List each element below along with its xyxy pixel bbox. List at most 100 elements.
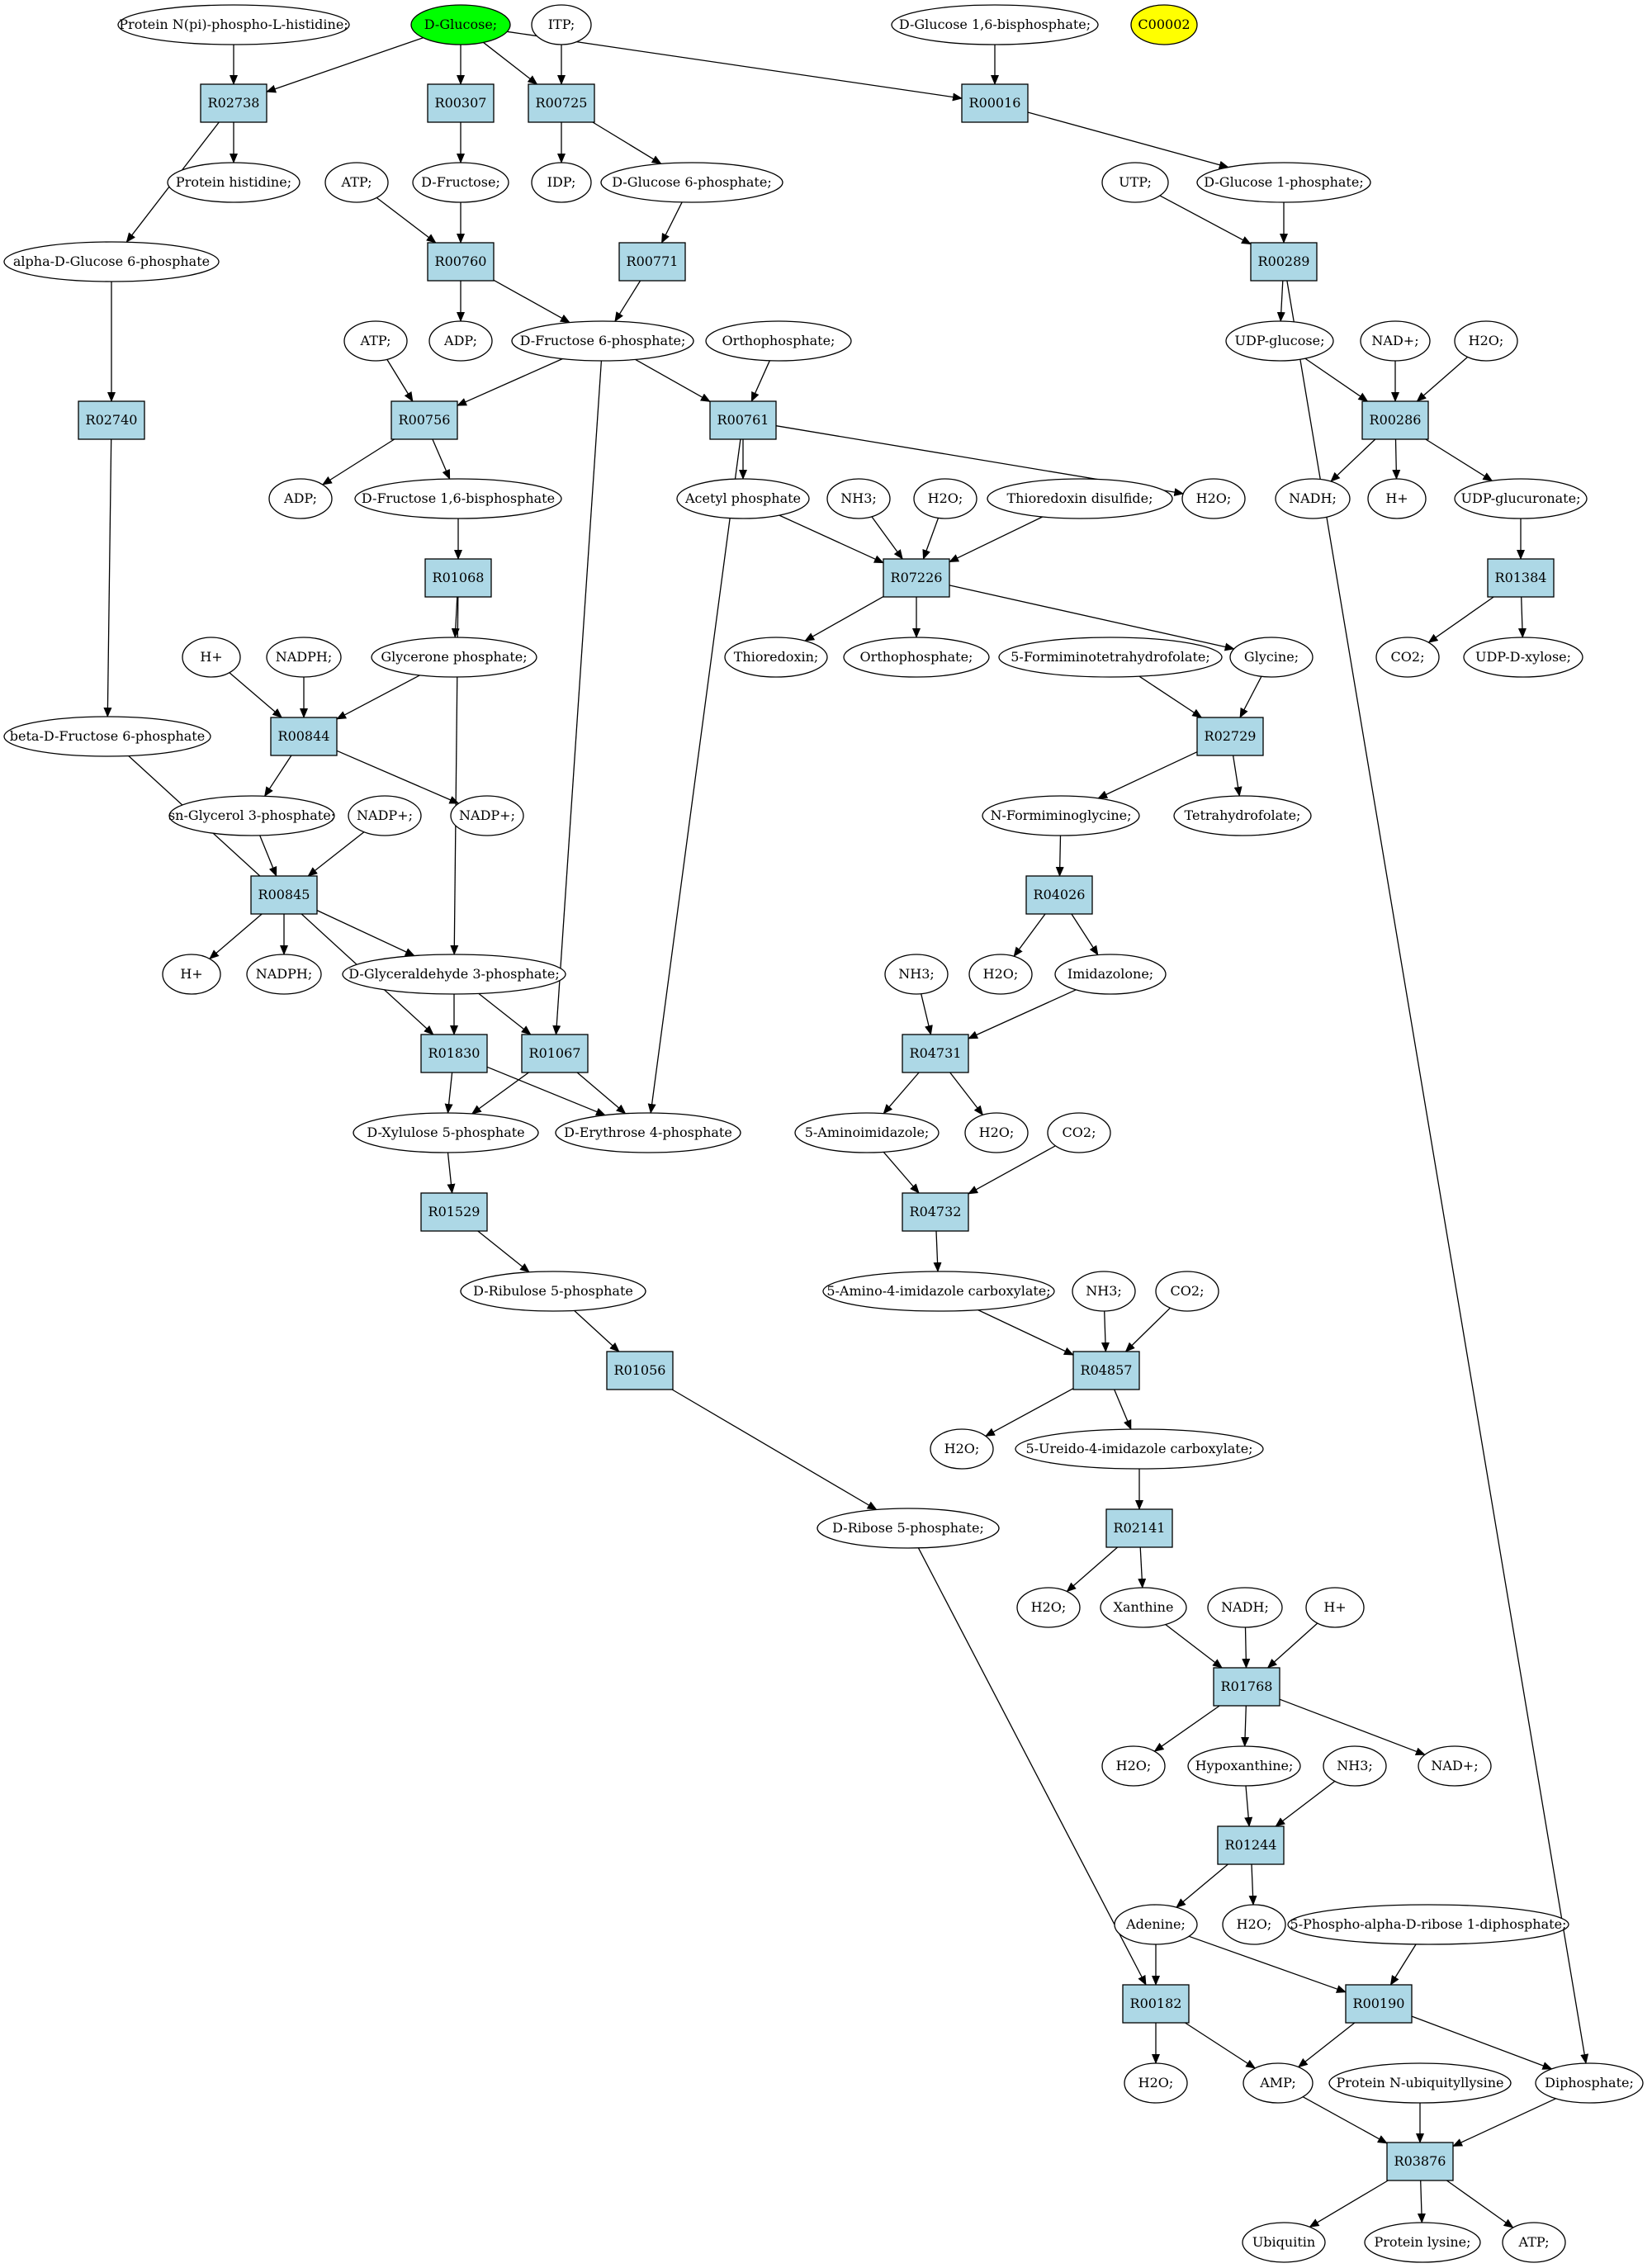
compound-node-protein-n-ubiquityllysine[interactable]: Protein N-ubiquityllysine	[1328, 2062, 1512, 2104]
compound-node-h-plus-c[interactable]: H+	[162, 954, 221, 995]
compound-node-udp-glucuronate[interactable]: UDP-glucuronate;	[1454, 478, 1588, 519]
compound-node-c00002[interactable]: C00002	[1130, 4, 1198, 45]
reaction-node-r04857[interactable]: R04857	[1072, 1351, 1140, 1390]
compound-node-orthophosphate-b[interactable]: Orthophosphate;	[843, 637, 990, 678]
reaction-node-r00771[interactable]: R00771	[618, 242, 686, 282]
compound-node-d-glucose-6p[interactable]: D-Glucose 6-phosphate;	[600, 162, 783, 203]
compound-node-h2o-d[interactable]: H2O;	[930, 1428, 994, 1470]
compound-node-nadph-a[interactable]: NADPH;	[266, 637, 342, 678]
reaction-node-r01056[interactable]: R01056	[606, 1351, 674, 1390]
compound-node-co2-b[interactable]: CO2;	[1047, 1112, 1111, 1153]
compound-node-udp-d-xylose[interactable]: UDP-D-xylose;	[1463, 637, 1583, 678]
compound-node-nadp-plus-b[interactable]: NADP+;	[450, 795, 524, 836]
reaction-node-r02740[interactable]: R02740	[78, 400, 145, 440]
compound-node-nh3-c[interactable]: NH3;	[1072, 1271, 1136, 1312]
compound-node-atp-c[interactable]: ATP;	[1502, 2222, 1566, 2263]
compound-node-h2o-g[interactable]: H2O;	[1222, 1904, 1286, 1945]
reaction-node-r01244[interactable]: R01244	[1217, 1825, 1285, 1865]
reaction-node-r01067[interactable]: R01067	[521, 1034, 589, 1073]
compound-node-h2o-r00761[interactable]: H2O;	[1181, 478, 1246, 519]
compound-node-h2o-f[interactable]: H2O;	[1101, 1745, 1166, 1787]
compound-node-h2o-udp[interactable]: H2O;	[1454, 320, 1518, 362]
compound-node-atp-b[interactable]: ATP;	[343, 320, 408, 362]
compound-node-protein-npi-his[interactable]: Protein N(pi)-phospho-L-histidine;	[117, 4, 350, 45]
reaction-node-r04731[interactable]: R04731	[902, 1034, 969, 1073]
compound-node-ubiquitin[interactable]: Ubiquitin	[1242, 2222, 1326, 2263]
compound-node-nadph-b[interactable]: NADPH;	[246, 954, 322, 995]
compound-node-d-fructose[interactable]: D-Fructose;	[412, 162, 509, 203]
compound-node-co2-a[interactable]: CO2;	[1375, 637, 1440, 678]
compound-node-orthophosphate-a[interactable]: Orthophosphate;	[705, 320, 852, 362]
reaction-node-r00756[interactable]: R00756	[391, 400, 458, 440]
compound-node-prpp[interactable]: 5-Phospho-alpha-D-ribose 1-diphosphate;	[1287, 1904, 1569, 1945]
compound-node-h2o-h[interactable]: H2O;	[1124, 2062, 1188, 2104]
compound-node-d-glyceraldehyde-3p[interactable]: D-Glyceraldehyde 3-phosphate;	[342, 954, 566, 995]
compound-node-atp-a[interactable]: ATP;	[324, 162, 389, 203]
compound-node-glycine[interactable]: Glycine;	[1229, 637, 1314, 678]
compound-node-n-formiminoglycine[interactable]: N-Formiminoglycine;	[982, 795, 1140, 836]
compound-node-co2-c[interactable]: CO2;	[1155, 1271, 1219, 1312]
compound-node-tetrahydrofolate[interactable]: Tetrahydrofolate;	[1173, 795, 1312, 836]
compound-node-d-ribose-5p[interactable]: D-Ribose 5-phosphate;	[817, 1508, 1000, 1549]
compound-node-d-glucose-1p[interactable]: D-Glucose 1-phosphate;	[1196, 162, 1371, 203]
compound-node-nadh-a[interactable]: NADH;	[1275, 478, 1351, 519]
compound-node-utp[interactable]: UTP;	[1101, 162, 1169, 203]
reaction-node-r04732[interactable]: R04732	[902, 1192, 969, 1232]
reaction-node-r00760[interactable]: R00760	[427, 242, 495, 282]
compound-node-alpha-d-glucose-6p[interactable]: alpha-D-Glucose 6-phosphate	[3, 241, 220, 282]
compound-node-hypoxanthine[interactable]: Hypoxanthine;	[1187, 1745, 1301, 1787]
compound-node-aminoimidazole[interactable]: 5-Aminoimidazole;	[794, 1112, 940, 1153]
compound-node-h-plus-a[interactable]: H+	[1367, 478, 1427, 519]
reaction-node-r00725[interactable]: R00725	[528, 83, 595, 123]
compound-node-thioredoxin-disulfide[interactable]: Thioredoxin disulfide;	[987, 478, 1173, 519]
reaction-node-r00307[interactable]: R00307	[427, 83, 495, 123]
compound-node-nadh-b[interactable]: NADH;	[1207, 1587, 1283, 1628]
compound-node-nh3-b[interactable]: NH3;	[884, 954, 949, 995]
compound-node-nad-plus-b[interactable]: NAD+;	[1418, 1745, 1492, 1787]
compound-node-h2o-a[interactable]: H2O;	[913, 478, 977, 519]
reaction-node-r03876[interactable]: R03876	[1386, 2142, 1454, 2181]
compound-node-d-glucose-16bp[interactable]: D-Glucose 1,6-bisphosphate;	[891, 4, 1099, 45]
compound-node-d-ribulose-5p[interactable]: D-Ribulose 5-phosphate	[460, 1271, 646, 1312]
reaction-node-r02738[interactable]: R02738	[200, 83, 267, 123]
compound-node-amino-imidazole-carboxylate[interactable]: 5-Amino-4-imidazole carboxylate;	[822, 1271, 1055, 1312]
compound-node-formiminotetrahydrofolate[interactable]: 5-Formiminotetrahydrofolate;	[998, 637, 1223, 678]
compound-node-protein-lysine[interactable]: Protein lysine;	[1364, 2222, 1481, 2263]
compound-node-d-fructose-16bp[interactable]: D-Fructose 1,6-bisphosphate	[354, 478, 562, 519]
compound-node-h2o-b[interactable]: H2O;	[968, 954, 1033, 995]
reaction-node-r00286[interactable]: R00286	[1361, 400, 1429, 440]
compound-node-glycerone-phosphate[interactable]: Glycerone phosphate;	[371, 637, 537, 678]
compound-node-h2o-e[interactable]: H2O;	[1016, 1587, 1081, 1628]
compound-node-sn-glycerol-3p[interactable]: sn-Glycerol 3-phosphate;	[168, 795, 335, 836]
compound-node-acetyl-phosphate[interactable]: Acetyl phosphate	[676, 478, 810, 519]
reaction-node-r07226[interactable]: R07226	[883, 558, 950, 598]
compound-node-h-plus-d[interactable]: H+	[1305, 1587, 1365, 1628]
compound-node-nadp-plus-a[interactable]: NADP+;	[348, 795, 422, 836]
compound-node-diphosphate[interactable]: Diphosphate;	[1535, 2062, 1644, 2104]
reaction-node-r00289[interactable]: R00289	[1250, 242, 1318, 282]
compound-node-beta-d-fructose-6p[interactable]: beta-D-Fructose 6-phosphate	[3, 716, 211, 757]
compound-node-itp[interactable]: ITP;	[531, 4, 592, 45]
reaction-node-r01830[interactable]: R01830	[420, 1034, 488, 1073]
compound-node-nh3-a[interactable]: NH3;	[826, 478, 891, 519]
reaction-node-r00016[interactable]: R00016	[961, 83, 1029, 123]
reaction-node-r04026[interactable]: R04026	[1025, 875, 1093, 915]
reaction-node-r01768[interactable]: R01768	[1213, 1667, 1280, 1707]
reaction-node-r02729[interactable]: R02729	[1196, 717, 1264, 756]
compound-node-nadp-plus-top[interactable]: NAD+;	[1360, 320, 1431, 362]
compound-node-adenine[interactable]: Adenine;	[1114, 1904, 1198, 1945]
compound-node-thioredoxin[interactable]: Thioredoxin;	[724, 637, 828, 678]
compound-node-amp[interactable]: AMP;	[1243, 2062, 1314, 2104]
compound-node-h2o-c[interactable]: H2O;	[964, 1112, 1029, 1153]
compound-node-protein-histidine[interactable]: Protein histidine;	[167, 162, 301, 203]
compound-node-d-xylulose-5p[interactable]: D-Xylulose 5-phosphate	[353, 1112, 539, 1153]
compound-node-adp-a[interactable]: ADP;	[428, 320, 493, 362]
reaction-node-r01068[interactable]: R01068	[424, 558, 492, 598]
reaction-node-r00844[interactable]: R00844	[270, 717, 338, 756]
compound-node-h-plus-b[interactable]: H+	[182, 637, 241, 678]
compound-node-d-fructose-6p[interactable]: D-Fructose 6-phosphate;	[511, 320, 694, 362]
compound-node-d-glucose[interactable]: D-Glucose;	[410, 4, 511, 45]
reaction-node-r00845[interactable]: R00845	[250, 875, 318, 915]
reaction-node-r01529[interactable]: R01529	[420, 1192, 488, 1232]
reaction-node-r01384[interactable]: R01384	[1487, 558, 1555, 598]
